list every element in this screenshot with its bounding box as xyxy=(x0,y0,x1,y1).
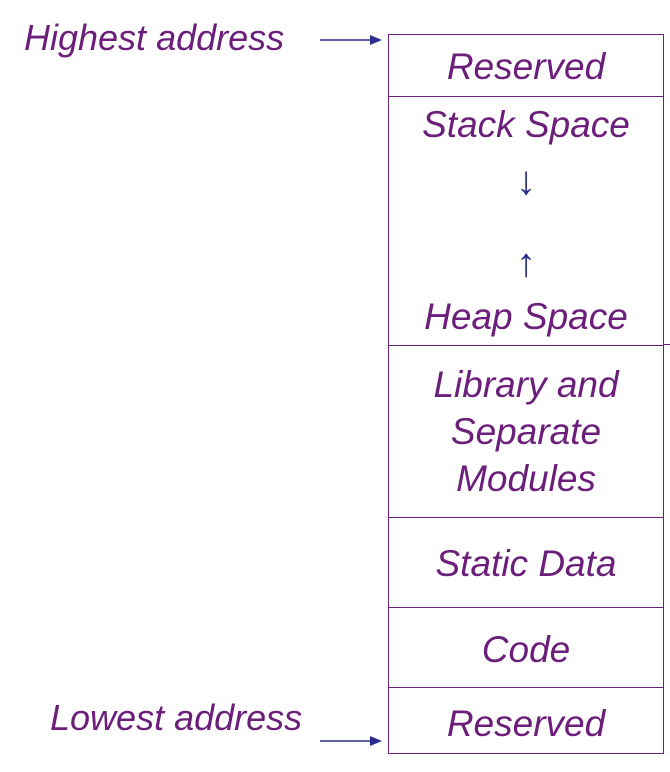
segment-reserved-bottom-label: Reserved xyxy=(446,703,606,744)
segment-library-modules: Library and Separate Modules xyxy=(389,345,663,517)
library-label-line-3: Modules xyxy=(456,458,596,499)
segment-reserved-bottom: Reserved xyxy=(389,687,663,755)
heap-boundary-tick xyxy=(664,344,670,345)
stack-growth-down-icon: ↓ xyxy=(516,159,536,203)
segment-static-data: Static Data xyxy=(389,517,663,607)
segment-reserved-top-label: Reserved xyxy=(446,46,606,87)
memory-column: Reserved Stack Space ↓ ↑ Heap Space Libr… xyxy=(388,34,664,754)
heap-growth-up-icon: ↑ xyxy=(516,241,536,285)
stack-space-label: Stack Space xyxy=(422,104,630,145)
segment-code: Code xyxy=(389,607,663,687)
heap-space-label: Heap Space xyxy=(424,296,628,337)
static-data-label: Static Data xyxy=(435,543,617,584)
code-label: Code xyxy=(481,629,571,670)
library-label-line-1: Library and xyxy=(433,364,619,405)
segment-reserved-top: Reserved xyxy=(389,35,663,96)
lowest-address-label: Lowest address xyxy=(50,697,303,738)
lowest-address-arrow-icon xyxy=(320,736,382,746)
segment-stack-heap: Stack Space ↓ ↑ Heap Space xyxy=(389,96,663,345)
highest-address-label: Highest address xyxy=(24,17,285,58)
library-label-line-2: Separate xyxy=(450,411,602,452)
highest-address-arrow-icon xyxy=(320,35,382,45)
